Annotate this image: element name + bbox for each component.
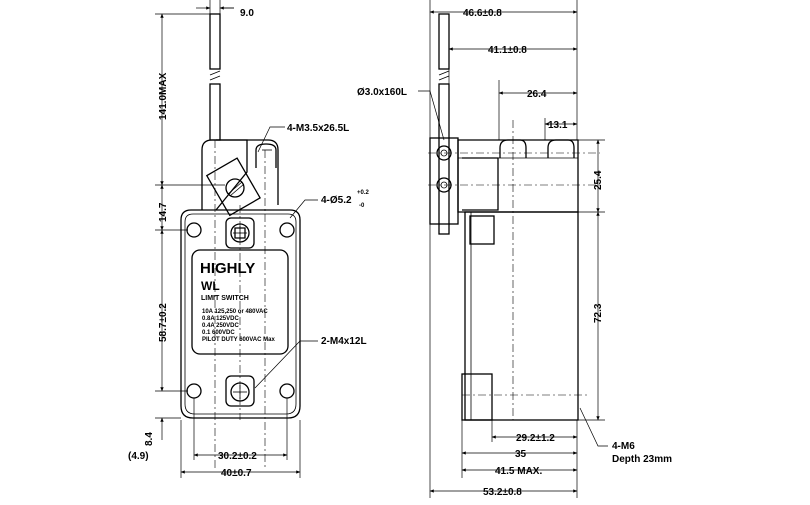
dim-mount-depth: 29.2±1.2 <box>516 433 555 444</box>
front-view <box>155 0 318 478</box>
side-head <box>457 120 579 420</box>
mount-hole-bottom-right <box>279 383 295 399</box>
side-body <box>461 211 590 421</box>
label-rating-3: 0.4A 250VDC <box>202 323 239 329</box>
dim-overall-bottom: 53.2±0.8 <box>483 487 522 498</box>
callout-thread: 4-M6 <box>612 441 635 452</box>
callout-cover-screw: 2-M4x12L <box>321 336 367 347</box>
side-lever-rod <box>438 13 450 235</box>
dim-base-height: 8.4 <box>144 432 155 446</box>
label-brand: HIGHLY <box>200 260 255 277</box>
label-rating-2: 0.8A 125VDC <box>202 316 239 322</box>
callout-mount-hole: 4-Ø5.2 <box>321 195 352 206</box>
dim-body-depth: 35 <box>515 449 527 460</box>
dim-hole-spacing: 30.2±0.2 <box>218 451 257 462</box>
label-model: WL <box>201 279 220 293</box>
mount-hole-bottom-left <box>186 383 202 399</box>
callout-thread-depth: Depth 23mm <box>612 454 672 465</box>
label-rating-5: PILOT DUTY 600VAC Max <box>202 337 275 343</box>
dim-cap-depth: 13.1 <box>548 120 568 131</box>
side-view <box>418 0 608 498</box>
dim-rod-spec: Ø3.0x160L <box>357 87 407 98</box>
dim-side-body-height: 72.3 <box>593 303 604 323</box>
dim-lever-width: 9.0 <box>240 8 254 19</box>
label-type: LIMIT SWITCH <box>201 295 249 302</box>
label-rating-4: 0.1 600VDC <box>202 330 235 336</box>
dim-side-head-height: 25.4 <box>593 170 604 190</box>
mount-hole-top-right <box>279 222 295 238</box>
lever-rod <box>209 13 221 141</box>
dim-body-height: 58.7±0.2 <box>158 303 169 342</box>
dim-head-depth: 26.4 <box>527 89 547 100</box>
callout-mount-hole-tol-minus: -0 <box>359 203 365 209</box>
dim-base-offset: (4.9) <box>128 451 149 462</box>
label-rating-1: 10A 125,250 or 480VAC <box>202 309 268 315</box>
dim-head-height: 14.7 <box>158 202 169 222</box>
dim-body-width: 40±0.7 <box>221 468 252 479</box>
callout-lever-screw: 4-M3.5x26.5L <box>287 123 349 134</box>
dim-rod-length: 141.0MAX <box>158 72 169 120</box>
switch-head <box>201 139 279 217</box>
dim-lever-offset: 41.1±0.8 <box>488 45 527 56</box>
dim-overall-top: 46.6±0.8 <box>463 8 502 19</box>
mount-hole-top-left <box>186 222 202 238</box>
callout-mount-hole-tol-plus: +0.2 <box>357 190 370 196</box>
dim-max-depth: 41.5 MAX. <box>495 466 542 477</box>
